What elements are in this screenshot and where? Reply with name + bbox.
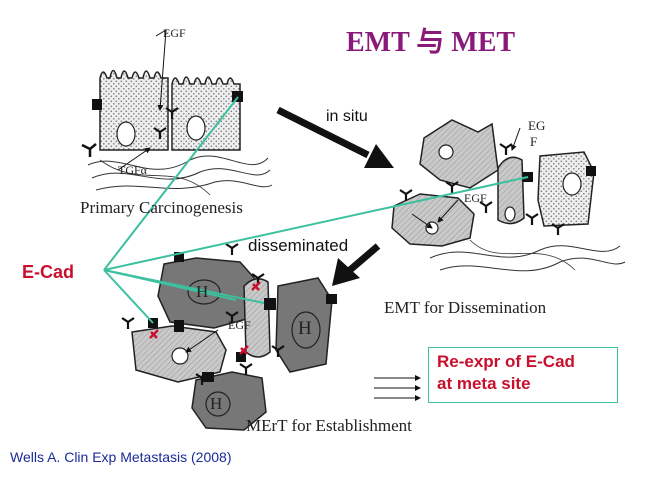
nucleus-h-label: H	[298, 318, 312, 339]
emt-cell-lower	[391, 193, 475, 247]
red-x-mark	[251, 281, 261, 291]
ecad-junction	[586, 166, 596, 176]
mert-cell-center	[243, 278, 271, 358]
ecad-junction	[202, 372, 214, 382]
ecm-fiber	[99, 159, 211, 196]
re-expression-callout: Re-expr of E-Cad at meta site	[428, 347, 618, 403]
ecm-fiber	[439, 257, 626, 272]
connector-primary	[103, 96, 239, 271]
nucleus	[205, 391, 231, 417]
egf-arrow	[185, 329, 219, 353]
ecad-junction	[236, 352, 246, 362]
egf-receptor	[195, 373, 209, 385]
eg-label: EG	[528, 118, 546, 133]
primary-carcinogenesis-caption: Primary Carcinogenesis	[80, 198, 243, 217]
ecm-fiber	[469, 239, 576, 271]
egf-receptor	[165, 107, 179, 119]
ecm-fiber	[95, 180, 273, 191]
ecm-fiber	[87, 155, 269, 170]
ecad-junction	[326, 294, 337, 304]
egf-receptor	[399, 189, 413, 201]
f-label: F	[530, 134, 538, 149]
egf-receptor	[81, 143, 97, 157]
ecad-junction	[264, 298, 276, 310]
emt-dissemination-caption: EMT for Dissemination	[384, 298, 547, 317]
red-x-mark	[149, 329, 159, 339]
mert-establishment-caption: MErT for Establishment	[246, 416, 412, 435]
primary-carcinogenesis-cells	[81, 29, 273, 196]
ecad-label: E-Cad	[22, 262, 75, 282]
mert-cell-right	[275, 277, 333, 373]
egf-label-mert: EGF	[228, 318, 251, 332]
emt-cluster-cells	[391, 119, 626, 272]
nucleus	[186, 115, 206, 141]
nucleus	[116, 121, 136, 147]
emt-cell-top	[419, 119, 499, 189]
red-x-mark	[239, 345, 249, 355]
connector-mert-mid	[103, 269, 237, 301]
egf-receptor	[153, 127, 167, 139]
emt-cell-mid	[497, 156, 525, 225]
nucleus-h-label: H	[210, 394, 223, 413]
egf-arrow	[510, 127, 521, 151]
connector-emt	[103, 176, 529, 271]
callout-line-1: Re-expr of E-Cad	[437, 352, 575, 371]
egf-receptor	[225, 243, 239, 255]
tgf-alpha-label: TGFα	[118, 163, 147, 177]
connector-mert-left	[103, 269, 154, 324]
in-situ-arrow	[276, 106, 394, 168]
mert-cell-bottom	[191, 371, 267, 431]
re-expression-arrows	[374, 375, 421, 401]
ecm-fiber	[91, 168, 271, 180]
in-situ-label: in situ	[326, 108, 368, 125]
ecad-junction	[232, 91, 243, 102]
egf-receptor	[551, 223, 565, 235]
mert-cluster-cells	[121, 243, 337, 431]
egf-receptor	[225, 311, 239, 323]
egf-label-top: EGF	[163, 26, 186, 40]
egf-receptor	[239, 363, 253, 375]
ecad-junction	[174, 320, 184, 332]
citation: Wells A. Clin Exp Metastasis (2008)	[10, 449, 232, 465]
egf-arrow	[437, 199, 459, 223]
page-title: EMT 与 MET	[346, 27, 516, 58]
egf-receptor	[121, 317, 135, 329]
egf-arrow	[155, 29, 167, 111]
tgf-arrow	[117, 147, 151, 171]
nucleus	[504, 206, 516, 222]
egf-label-emt: EGF	[464, 191, 487, 205]
egf-receptor	[445, 181, 459, 193]
egf-receptor	[271, 345, 285, 357]
nucleus	[171, 347, 189, 365]
nucleus	[187, 279, 221, 305]
egf-receptor	[499, 143, 513, 155]
ecad-connector-lines	[103, 96, 529, 324]
ecad-junction	[174, 252, 184, 262]
nucleus-h-label: H	[196, 282, 209, 301]
nucleus	[438, 144, 454, 160]
egf-receptor	[525, 213, 539, 225]
egf-receptor	[479, 201, 493, 213]
callout-line-2: at meta site	[437, 374, 531, 393]
ecm-fiber	[429, 245, 621, 259]
ecad-junction	[92, 99, 102, 110]
nucleus	[562, 172, 582, 196]
disseminated-arrow	[332, 243, 381, 286]
egf-arrow	[411, 213, 433, 229]
nucleus	[291, 311, 321, 349]
disseminated-label: disseminated	[248, 236, 349, 255]
